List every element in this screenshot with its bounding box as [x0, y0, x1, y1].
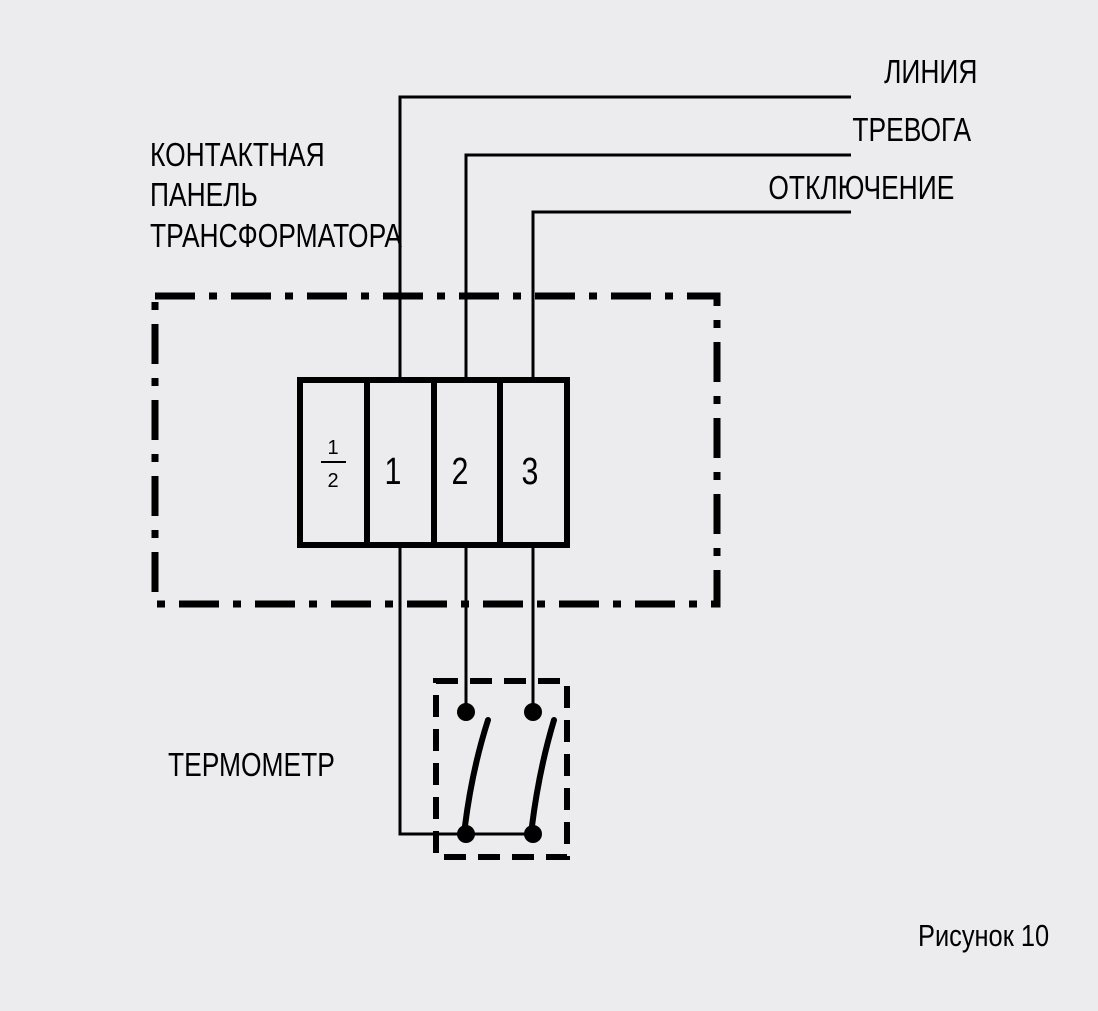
- thermometer-switches: [457, 703, 557, 843]
- terminal-half-denominator: 2: [327, 470, 338, 492]
- label-panel-line1: КОНТАКТНАЯ: [150, 137, 325, 173]
- terminal-3-number: 3: [522, 451, 539, 493]
- label-thermometer: ТЕРМОМЕТР: [168, 747, 335, 783]
- switch-blade-2: [529, 717, 557, 829]
- label-alarm: ТРЕВОГА: [852, 112, 971, 148]
- terminal-2-number: 2: [452, 451, 469, 493]
- switch-blade-1: [462, 717, 491, 829]
- label-shutdown: ОТКЛЮЧЕНИЕ: [768, 170, 954, 206]
- wire-line: [398, 95, 851, 380]
- contact-dot: [457, 825, 475, 843]
- terminal-1-number: 1: [385, 451, 402, 493]
- figure-caption: Рисунок 10: [918, 919, 1049, 954]
- transformer-panel-boundary: [151, 292, 721, 608]
- contact-dot: [524, 703, 542, 721]
- terminal-half-numerator: 1: [327, 437, 338, 459]
- contact-dot: [524, 825, 542, 843]
- label-panel-line3: ТРАНСФОРМАТОРА: [150, 218, 402, 254]
- wire-terminal-1-down: [398, 545, 466, 836]
- wire-shutdown: [531, 210, 851, 380]
- label-panel-line2: ПАНЕЛЬ: [150, 177, 258, 213]
- wire-alarm: [464, 153, 851, 380]
- thermometer-boundary: [433, 678, 570, 860]
- label-line: ЛИНИЯ: [884, 54, 977, 90]
- contact-dot: [457, 703, 475, 721]
